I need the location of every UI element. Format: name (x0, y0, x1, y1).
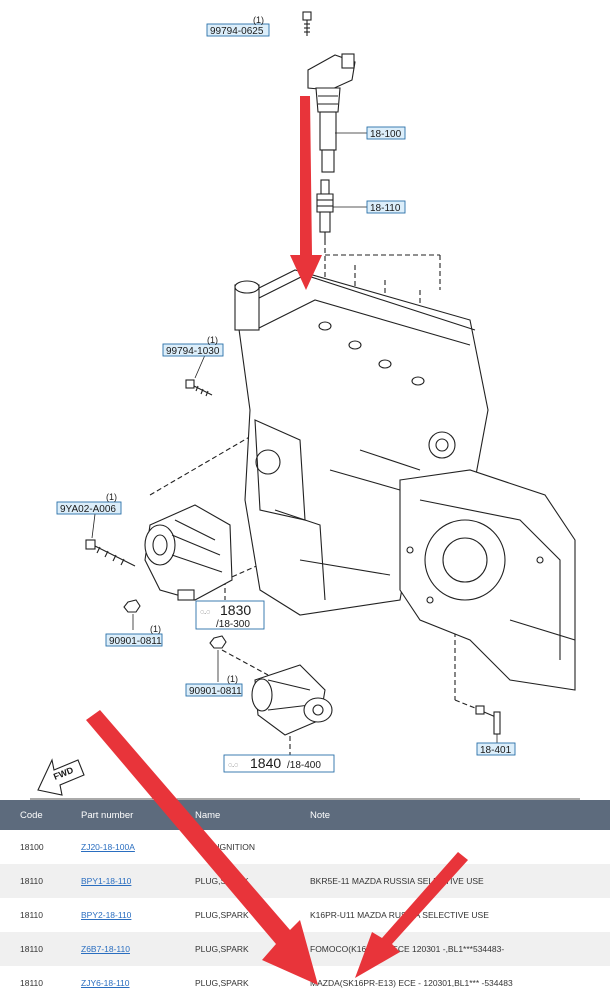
callout-18-401[interactable]: 18-401 (476, 742, 516, 756)
part-number-link[interactable]: Z6B7-18-110 (81, 944, 130, 954)
header-code: Code (0, 800, 61, 830)
callout-99794-0625[interactable]: 99794-0625 (1) (206, 15, 270, 37)
table-row: 18110 ZJY6-18-110 PLUG,SPARK MAZDA(SK16P… (0, 966, 610, 1000)
svg-text:/18-300: /18-300 (216, 619, 250, 630)
starter-motor (251, 664, 333, 736)
svg-text:9YA02-A006: 9YA02-A006 (60, 504, 116, 515)
svg-text:99794-1030: 99794-1030 (166, 346, 220, 357)
alternator (144, 504, 233, 601)
cell-name: COIL,IGNITION (195, 842, 255, 852)
cell-part-number: ZJY6-18-110 (61, 966, 175, 1000)
callout-1840[interactable]: ◌.◌ 1840 /18-400 (223, 754, 335, 773)
header-part-number: Part number (61, 800, 175, 830)
svg-text:(1): (1) (227, 674, 238, 684)
transmission-housing (399, 469, 576, 691)
svg-text:(1): (1) (207, 335, 218, 345)
cell-name: PLUG,SPARK (195, 910, 249, 920)
bolt-18-401 (475, 705, 501, 735)
ignition-coil (307, 53, 356, 173)
svg-text:99794-0625: 99794-0625 (210, 26, 264, 37)
part-number-link[interactable]: ZJY6-18-110 (81, 978, 130, 988)
svg-text:18-401: 18-401 (480, 745, 512, 756)
part-number-link[interactable]: BPY2-18-110 (81, 910, 132, 920)
svg-text:(1): (1) (150, 624, 161, 634)
cell-code: 18100 (20, 842, 44, 852)
cell-part-number: Z6B7-18-110 (61, 932, 175, 966)
cell-part-number: BPY1-18-110 (61, 864, 175, 898)
cell-code: 18110 (0, 864, 61, 898)
callout-90901-0811-alternator[interactable]: 90901-0811 (1) (105, 624, 163, 647)
part-number-link[interactable]: ZJ20-18-100A (81, 842, 135, 852)
callout-1830[interactable]: ◌.◌ 1830 /18-300 (195, 600, 265, 630)
cell-part-number: BPY2-18-110 (61, 898, 175, 932)
cell-note: FOMOCO(K16ZR13) ECE 120301 -,BL1***53448… (290, 932, 610, 966)
callout-9ya02-a006[interactable]: 9YA02-A006 (1) (56, 492, 122, 515)
cell-note: MAZDA(SK16PR-E13) ECE - 120301,BL1*** -5… (310, 978, 513, 988)
table-row: 18100 ZJ20-18-100A COIL,IGNITION (0, 830, 610, 864)
part-number-link[interactable]: BPY1-18-110 (81, 876, 132, 886)
cell-note (290, 830, 610, 864)
cell-name: PLUG,SPARK (195, 978, 249, 988)
bolt-99794-1030 (185, 379, 213, 397)
bolt-9ya02-a006 (85, 539, 136, 567)
cell-note: BKR5E-11 MAZDA RUSSIA SELECTIVE USE (290, 864, 610, 898)
cell-name: PLUG,SPARK (175, 932, 290, 966)
table-row: 18110 BPY1-18-110 PLUG,SPARK BKR5E-11 MA… (0, 864, 610, 898)
cell-code: 18110 (0, 932, 61, 966)
svg-text:(1): (1) (253, 15, 264, 25)
svg-text:◌.◌: ◌.◌ (200, 609, 210, 616)
svg-text:1830: 1830 (220, 602, 251, 618)
svg-text:90901-0811: 90901-0811 (109, 636, 162, 647)
cell-code: 18110 (20, 978, 44, 988)
callout-18-110[interactable]: 18-110 (366, 200, 406, 214)
forward-direction-arrow (37, 758, 85, 796)
nut-90901-0811-alternator (123, 599, 141, 613)
svg-text:(1): (1) (106, 492, 117, 502)
nut-90901-0811-starter (209, 635, 227, 649)
svg-text:◌.◌: ◌.◌ (228, 762, 238, 769)
callout-90901-0811-starter[interactable]: 90901-0811 (1) (185, 674, 243, 697)
exploded-parts-diagram: 99794-0625 (1) 18-100 18-110 99794-1030 … (30, 11, 580, 800)
table-row: 18110 BPY2-18-110 PLUG,SPARK K16PR-U11 M… (0, 898, 610, 932)
svg-text:90901-0811: 90901-0811 (189, 686, 242, 697)
spark-plug (316, 179, 334, 240)
svg-text:/18-400: /18-400 (287, 760, 321, 771)
bolt-99794-0625 (302, 11, 312, 36)
svg-text:18-100: 18-100 (370, 129, 402, 140)
header-name: Name (175, 800, 290, 830)
callout-18-100[interactable]: 18-100 (366, 126, 406, 140)
cell-note: K16PR-U11 MAZDA RUSSIA SELECTIVE USE (310, 910, 489, 920)
table-row: 18110 Z6B7-18-110 PLUG,SPARK FOMOCO(K16Z… (0, 932, 610, 966)
cell-code: 18110 (20, 910, 44, 920)
callout-99794-1030[interactable]: 99794-1030 (1) (162, 335, 224, 357)
svg-text:18-110: 18-110 (370, 203, 401, 214)
header-note: Note (290, 800, 610, 830)
table-header-row: Code Part number Name Note (0, 800, 610, 830)
cell-part-number: ZJ20-18-100A (61, 830, 175, 864)
cell-name: PLUG,SPARK (175, 864, 290, 898)
svg-text:1840: 1840 (250, 755, 281, 771)
parts-table: Code Part number Name Note 18100 ZJ20-18… (0, 800, 610, 1000)
